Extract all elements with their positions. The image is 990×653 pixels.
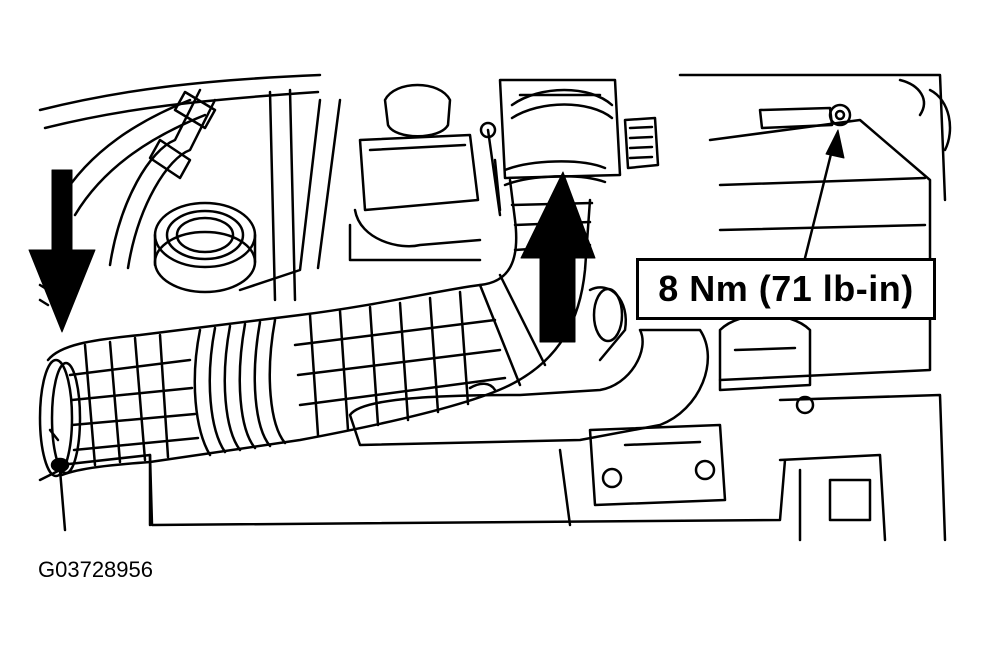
down-arrow-icon (28, 169, 96, 333)
figure-code: G03728956 (38, 557, 153, 582)
up-arrow-icon (520, 171, 596, 343)
leader-arrow-icon (803, 129, 845, 260)
torque-callout-text: 8 Nm (71 lb-in) (658, 268, 914, 309)
duct-support-bracket (348, 328, 710, 447)
torque-callout-box: 8 Nm (71 lb-in) (636, 258, 936, 320)
